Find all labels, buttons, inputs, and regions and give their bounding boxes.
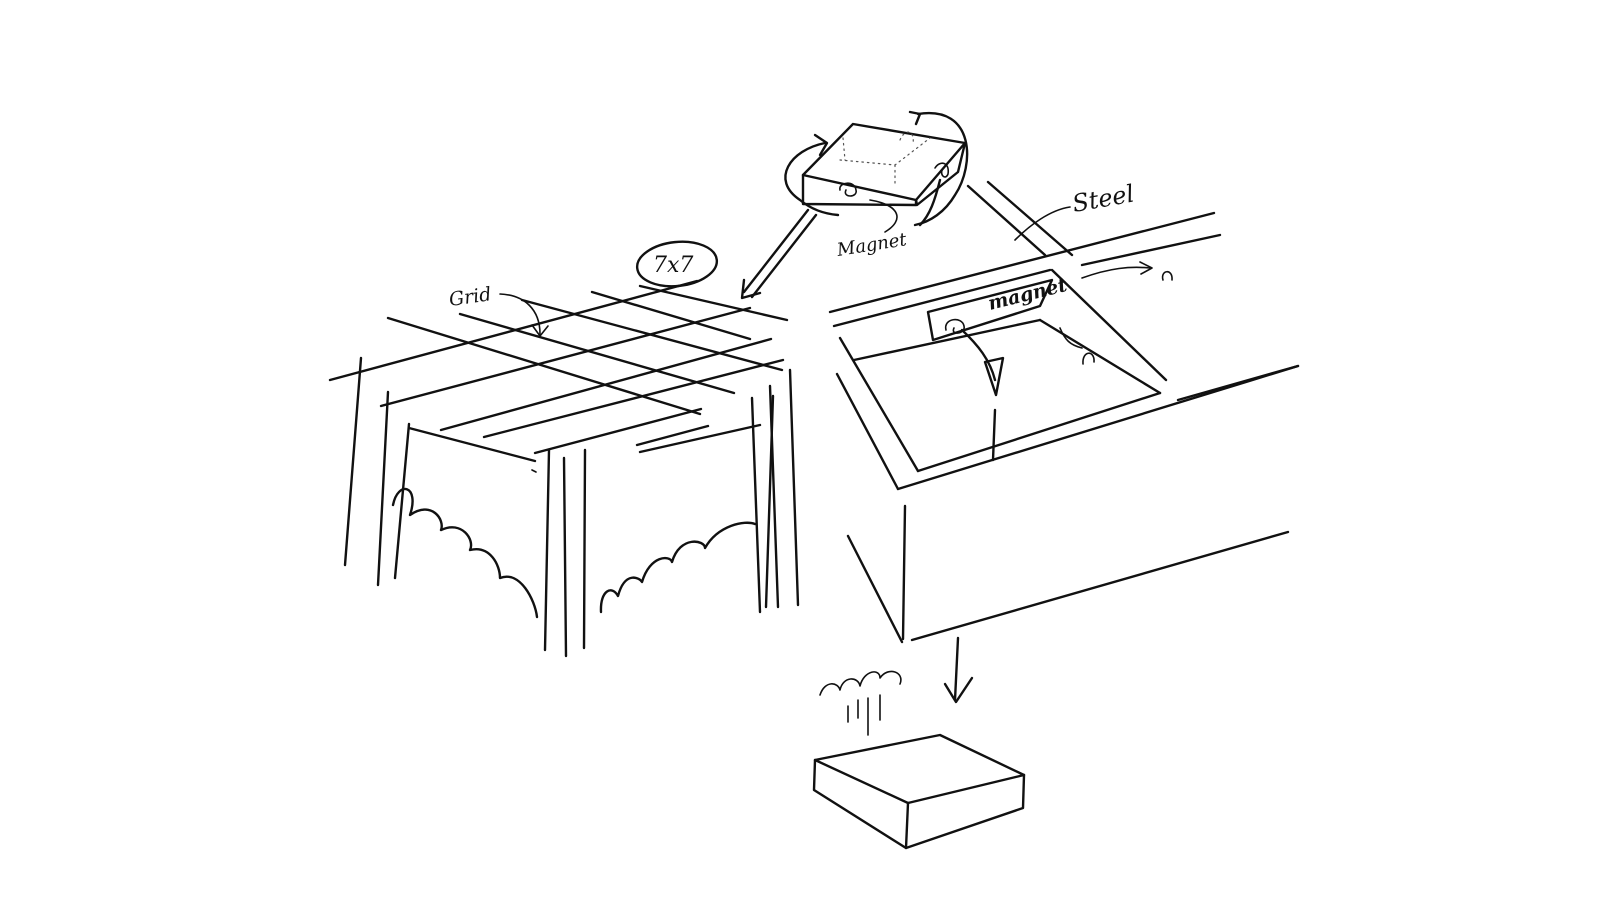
- grid-size-annotation: 7x7: [635, 240, 719, 288]
- grid-label: Grid: [448, 283, 493, 311]
- steel-label: Steel: [1070, 180, 1136, 218]
- grid-size-label: 7x7: [653, 253, 693, 278]
- output-block: [812, 636, 1026, 850]
- steel-trough: [828, 180, 1300, 644]
- magnet-plate: [926, 278, 1054, 342]
- right-drape: [599, 521, 757, 614]
- rotate-right-arrow: [913, 111, 969, 227]
- rotate-left-arrow: [784, 141, 840, 217]
- magnet-plate-circle: [945, 318, 965, 334]
- steam-marks: [819, 670, 902, 696]
- magnet-label: Magnet: [835, 229, 909, 261]
- grid-annotation: Grid: [448, 283, 549, 337]
- left-drape: [391, 487, 539, 619]
- steel-annotation: Steel: [1014, 180, 1136, 241]
- magnet-front: [839, 182, 857, 197]
- grid-lines: [328, 279, 789, 455]
- magnet-side: [934, 162, 950, 178]
- table-legs: [343, 356, 800, 658]
- grid-table: [328, 279, 800, 658]
- magnet-cube: [740, 110, 969, 300]
